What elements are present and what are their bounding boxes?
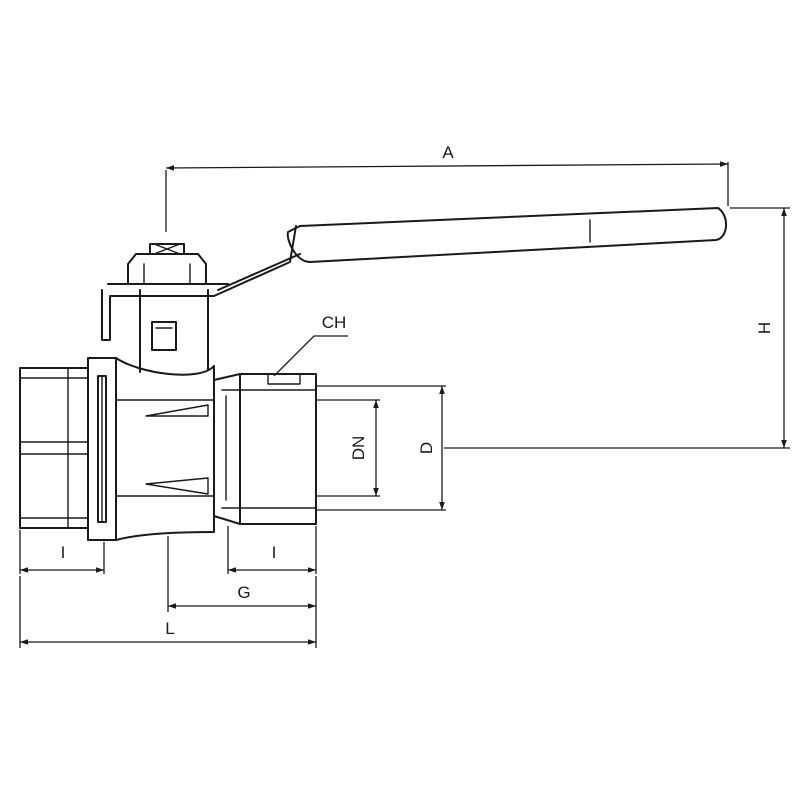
label-D: D — [417, 442, 436, 454]
dimension-A: A — [165, 143, 729, 232]
valve-body — [19, 289, 317, 541]
left-end-fitting — [19, 367, 89, 529]
label-I-right: I — [272, 543, 277, 562]
dimension-D: D — [316, 385, 446, 511]
label-L: L — [165, 619, 174, 638]
dimension-I-right: I — [227, 526, 317, 574]
dimension-H: H — [730, 207, 790, 448]
label-H: H — [755, 322, 774, 334]
dimension-I-left: I — [19, 530, 105, 574]
right-hex-nut — [213, 373, 317, 525]
callout-CH: CH — [273, 313, 348, 377]
label-CH: CH — [322, 313, 347, 332]
lever-handle — [101, 207, 727, 341]
dimension-G: G — [167, 536, 317, 612]
label-DN: DN — [349, 436, 368, 461]
stem-housing — [139, 289, 209, 373]
label-A: A — [442, 143, 454, 162]
dimension-DN: DN — [316, 399, 380, 497]
label-G: G — [237, 583, 250, 602]
stem-nut — [107, 243, 229, 285]
label-I-left: I — [61, 543, 66, 562]
left-flange — [87, 357, 117, 541]
main-body — [115, 357, 215, 541]
stop-window — [151, 321, 177, 351]
dimension-L: L — [19, 576, 317, 648]
